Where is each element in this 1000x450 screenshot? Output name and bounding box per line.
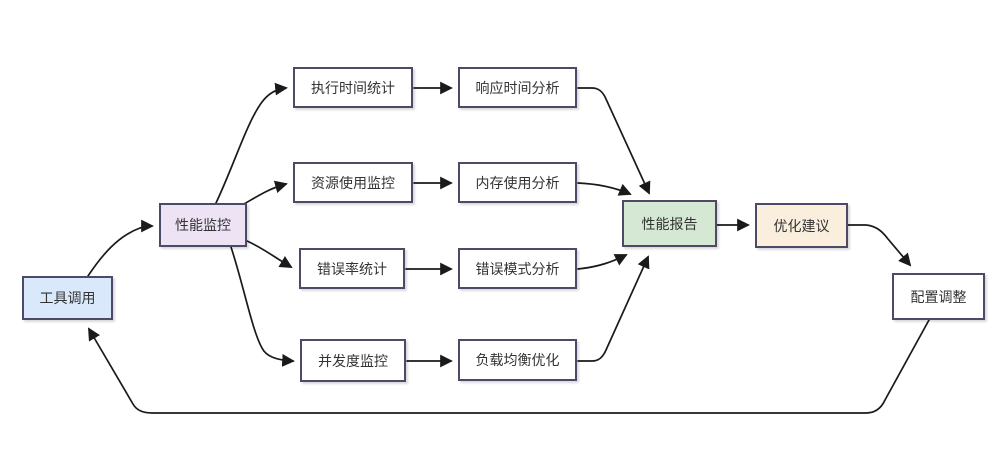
node-error-pattern: 错误模式分析 [458,248,577,289]
edge-perf-monitor-to-concurrency [230,246,295,367]
edge-config-adjust-to-tool-call-feedback [88,319,930,414]
node-resp-time: 响应时间分析 [458,67,577,108]
node-tool-call: 工具调用 [22,276,113,320]
node-optimize-label: 优化建议 [773,217,830,234]
node-exec-time-label: 执行时间统计 [311,79,395,96]
node-tool-call-label: 工具调用 [39,290,96,306]
node-resp-time-label: 响应时间分析 [475,79,560,96]
node-config-adjust: 配置调整 [892,273,985,320]
node-perf-report-label: 性能报告 [641,215,698,232]
node-perf-monitor-label: 性能监控 [175,217,231,233]
edge-perf-monitor-to-exec-time [215,82,288,204]
node-concurrency: 并发度监控 [300,339,406,382]
edge-tool-call-to-perf-monitor [87,219,154,277]
node-concurrency-label: 并发度监控 [318,352,388,369]
edge-error-pattern-to-perf-report [577,254,628,270]
node-error-rate-label: 错误率统计 [317,260,387,277]
node-config-adjust-label: 配置调整 [910,288,967,305]
node-error-pattern-label: 错误模式分析 [475,260,560,277]
node-error-rate: 错误率统计 [299,248,405,289]
node-load-balance-label: 负载均衡优化 [475,352,560,368]
node-exec-time: 执行时间统计 [293,67,413,108]
edge-perf-monitor-to-resource [243,180,288,205]
node-memory-label: 内存使用分析 [475,174,560,191]
node-resource-label: 资源使用监控 [311,174,395,191]
edge-resp-time-to-perf-report [577,87,651,195]
node-perf-report: 性能报告 [622,200,717,247]
node-optimize: 优化建议 [755,203,848,248]
node-load-balance: 负载均衡优化 [458,339,577,381]
node-memory: 内存使用分析 [458,162,577,203]
edge-load-balance-to-perf-report [577,255,650,362]
edge-perf-monitor-to-error-rate [246,240,293,268]
node-perf-monitor: 性能监控 [159,203,247,247]
edge-memory-to-perf-report [577,182,632,196]
edge-optimize-to-config-adjust [847,224,912,267]
node-resource: 资源使用监控 [293,162,413,203]
